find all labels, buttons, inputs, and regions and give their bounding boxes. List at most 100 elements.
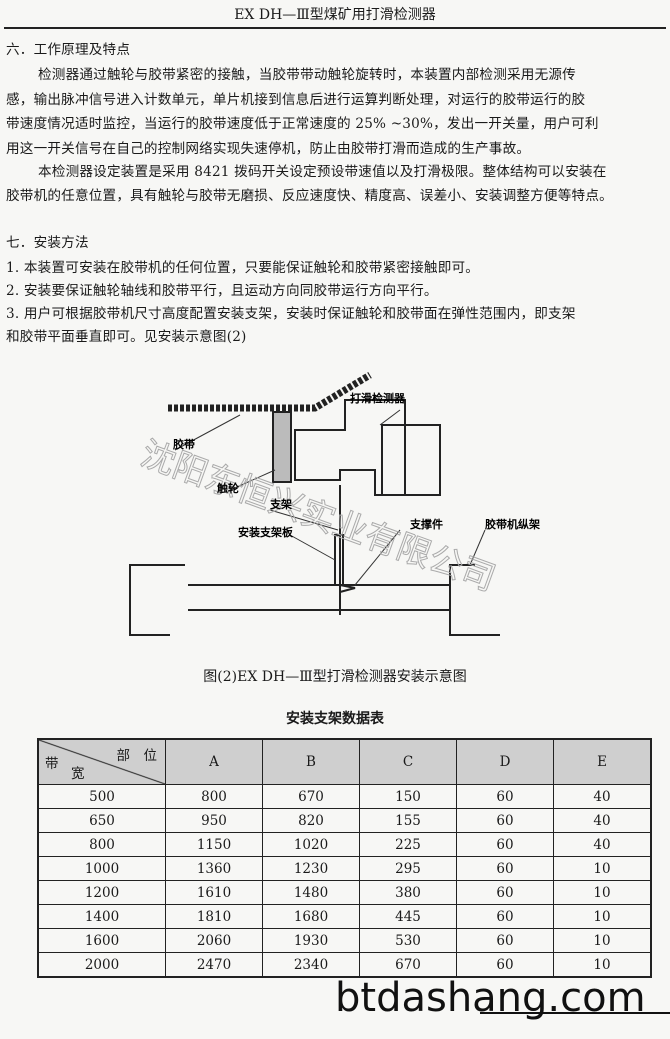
belt-width-cell: 650 [37,808,166,833]
table-cell: 60 [456,880,554,905]
table-cell: 10 [553,856,652,881]
table-title: 安装支架数据表 [286,711,384,727]
table-cell: 225 [359,832,457,857]
frame-left-shape [129,564,185,636]
table-cell: 60 [456,832,554,857]
column-header: E [553,738,652,785]
table-cell: 820 [262,808,360,833]
table-cell: 1360 [165,856,263,881]
corner-bottom-left-label: 带 [45,756,59,772]
table-cell: 380 [359,880,457,905]
table-cell: 1930 [262,928,360,953]
table-cell: 950 [165,808,263,833]
label-belt: 胶带 [173,437,195,451]
installation-diagram: 沈阳东恒兴实业有限公司 打滑检测器 胶带 触轮 支架 安装支架板 支撑件 胶带机… [129,371,540,636]
label-detector: 打滑检测器 [350,391,406,405]
corner-top-label: 部 位 [116,748,158,764]
table-cell: 40 [553,832,652,857]
watermark-text: 沈阳东恒兴实业有限公司 [135,434,500,600]
table-cell: 155 [359,808,457,833]
table-cell: 150 [359,784,457,809]
table-cell: 2060 [165,928,263,953]
table-header-row: 部 位 带 宽 A B C D E [37,738,652,785]
table-cell: 670 [262,784,360,809]
table-cell: 60 [456,784,554,809]
detector-body-shape [294,399,406,496]
paragraph-line: 检测器通过触轮与胶带紧密的接触，当胶带带动触轮旋转时，本装置内部检测采用无源传 [38,67,576,83]
belt-width-cell: 1600 [37,928,166,953]
belt-width-cell: 1400 [37,904,166,929]
paragraph-line: 感，输出脉冲信号进入计数单元，单片机接到信息后进行运算判断处理，对运行的胶带运行… [6,92,586,108]
label-support: 支撑件 [409,517,443,531]
contact-wheel-shape [272,411,292,483]
table-cell: 1680 [262,904,360,929]
column-header: A [165,738,263,785]
table-cell: 40 [553,784,652,809]
support-piece-shape [339,584,356,593]
table-cell: 2470 [165,952,263,978]
frame-right-shape [449,564,500,636]
table-cell: 1150 [165,832,263,857]
table-cell: 1610 [165,880,263,905]
table-cell: 60 [456,928,554,953]
list-item: 2. 安装要保证触轮轴线和胶带平行，且运动方向同胶带运行方向平行。 [6,283,438,299]
column-header: D [456,738,554,785]
corner-header-cell: 部 位 带 宽 [37,738,166,785]
table-cell: 670 [359,952,457,978]
table-cell: 60 [456,952,554,978]
table-cell: 10 [553,904,652,929]
section-6-heading: 六．工作原理及特点 [6,42,131,58]
frame-crossbar-shape [188,584,450,611]
paragraph-line: 本检测器设定装置是采用 8421 拨码开关设定预设带速值以及打滑极限。整体结构可… [38,164,607,180]
table-cell: 1020 [262,832,360,857]
list-item: 1. 本装置可安装在胶带机的任何位置，只要能保证触轮和胶带紧密接触即可。 [6,260,480,276]
table-cell: 2340 [262,952,360,978]
belt-width-cell: 1200 [37,880,166,905]
belt-width-cell: 2000 [37,952,166,978]
list-item: 和胶带平面垂直即可。见安装示意图(2) [6,329,247,345]
table-cell: 530 [359,928,457,953]
table-cell: 40 [553,808,652,833]
table-cell: 1480 [262,880,360,905]
column-header: C [359,738,457,785]
figure-caption: 图(2)EX DH—Ⅲ型打滑检测器安装示意图 [203,669,467,685]
label-wheel: 触轮 [216,481,239,495]
paragraph-line: 带速度情况适时监控，当运行的胶带速度低于正常速度的 25% ~30%，发出一开关… [6,116,599,132]
paragraph-line: 用这一开关信号在自己的控制网络实现失速停机，防止由胶带打滑而造成的生产事故。 [6,141,531,157]
table-cell: 10 [553,928,652,953]
label-bracket: 支架 [269,497,292,511]
table-cell: 1230 [262,856,360,881]
table-cell: 60 [456,856,554,881]
header-rule [4,27,666,29]
label-frame: 胶带机纵架 [485,517,540,531]
table-cell: 800 [165,784,263,809]
table-cell: 10 [553,880,652,905]
corner-bottom-label: 宽 [71,766,85,782]
table-cell: 1810 [165,904,263,929]
table-cell: 295 [359,856,457,881]
column-header: B [262,738,360,785]
page-header-title: EX DH—Ⅲ型煤矿用打滑检测器 [234,7,436,23]
belt-width-cell: 800 [37,832,166,857]
paragraph-line: 胶带机的任意位置，具有触轮与胶带无磨损、反应速度快、精度高、误差小、安装调整方便… [6,188,613,204]
site-watermark: btdashang.com [335,975,646,1021]
table-cell: 60 [456,904,554,929]
section-7-heading: 七．安装方法 [6,235,89,251]
belt-shape [168,371,372,412]
watermark-underline [480,1012,670,1014]
detector-motor-shape [381,424,441,496]
belt-width-cell: 500 [37,784,166,809]
belt-width-cell: 1000 [37,856,166,881]
label-mounting-plate: 安装支架板 [238,525,294,539]
table-cell: 445 [359,904,457,929]
list-item: 3. 用户可根据胶带机尺寸高度配置安装支架，安装时保证触轮和胶带面在弹性范围内，… [6,306,576,322]
